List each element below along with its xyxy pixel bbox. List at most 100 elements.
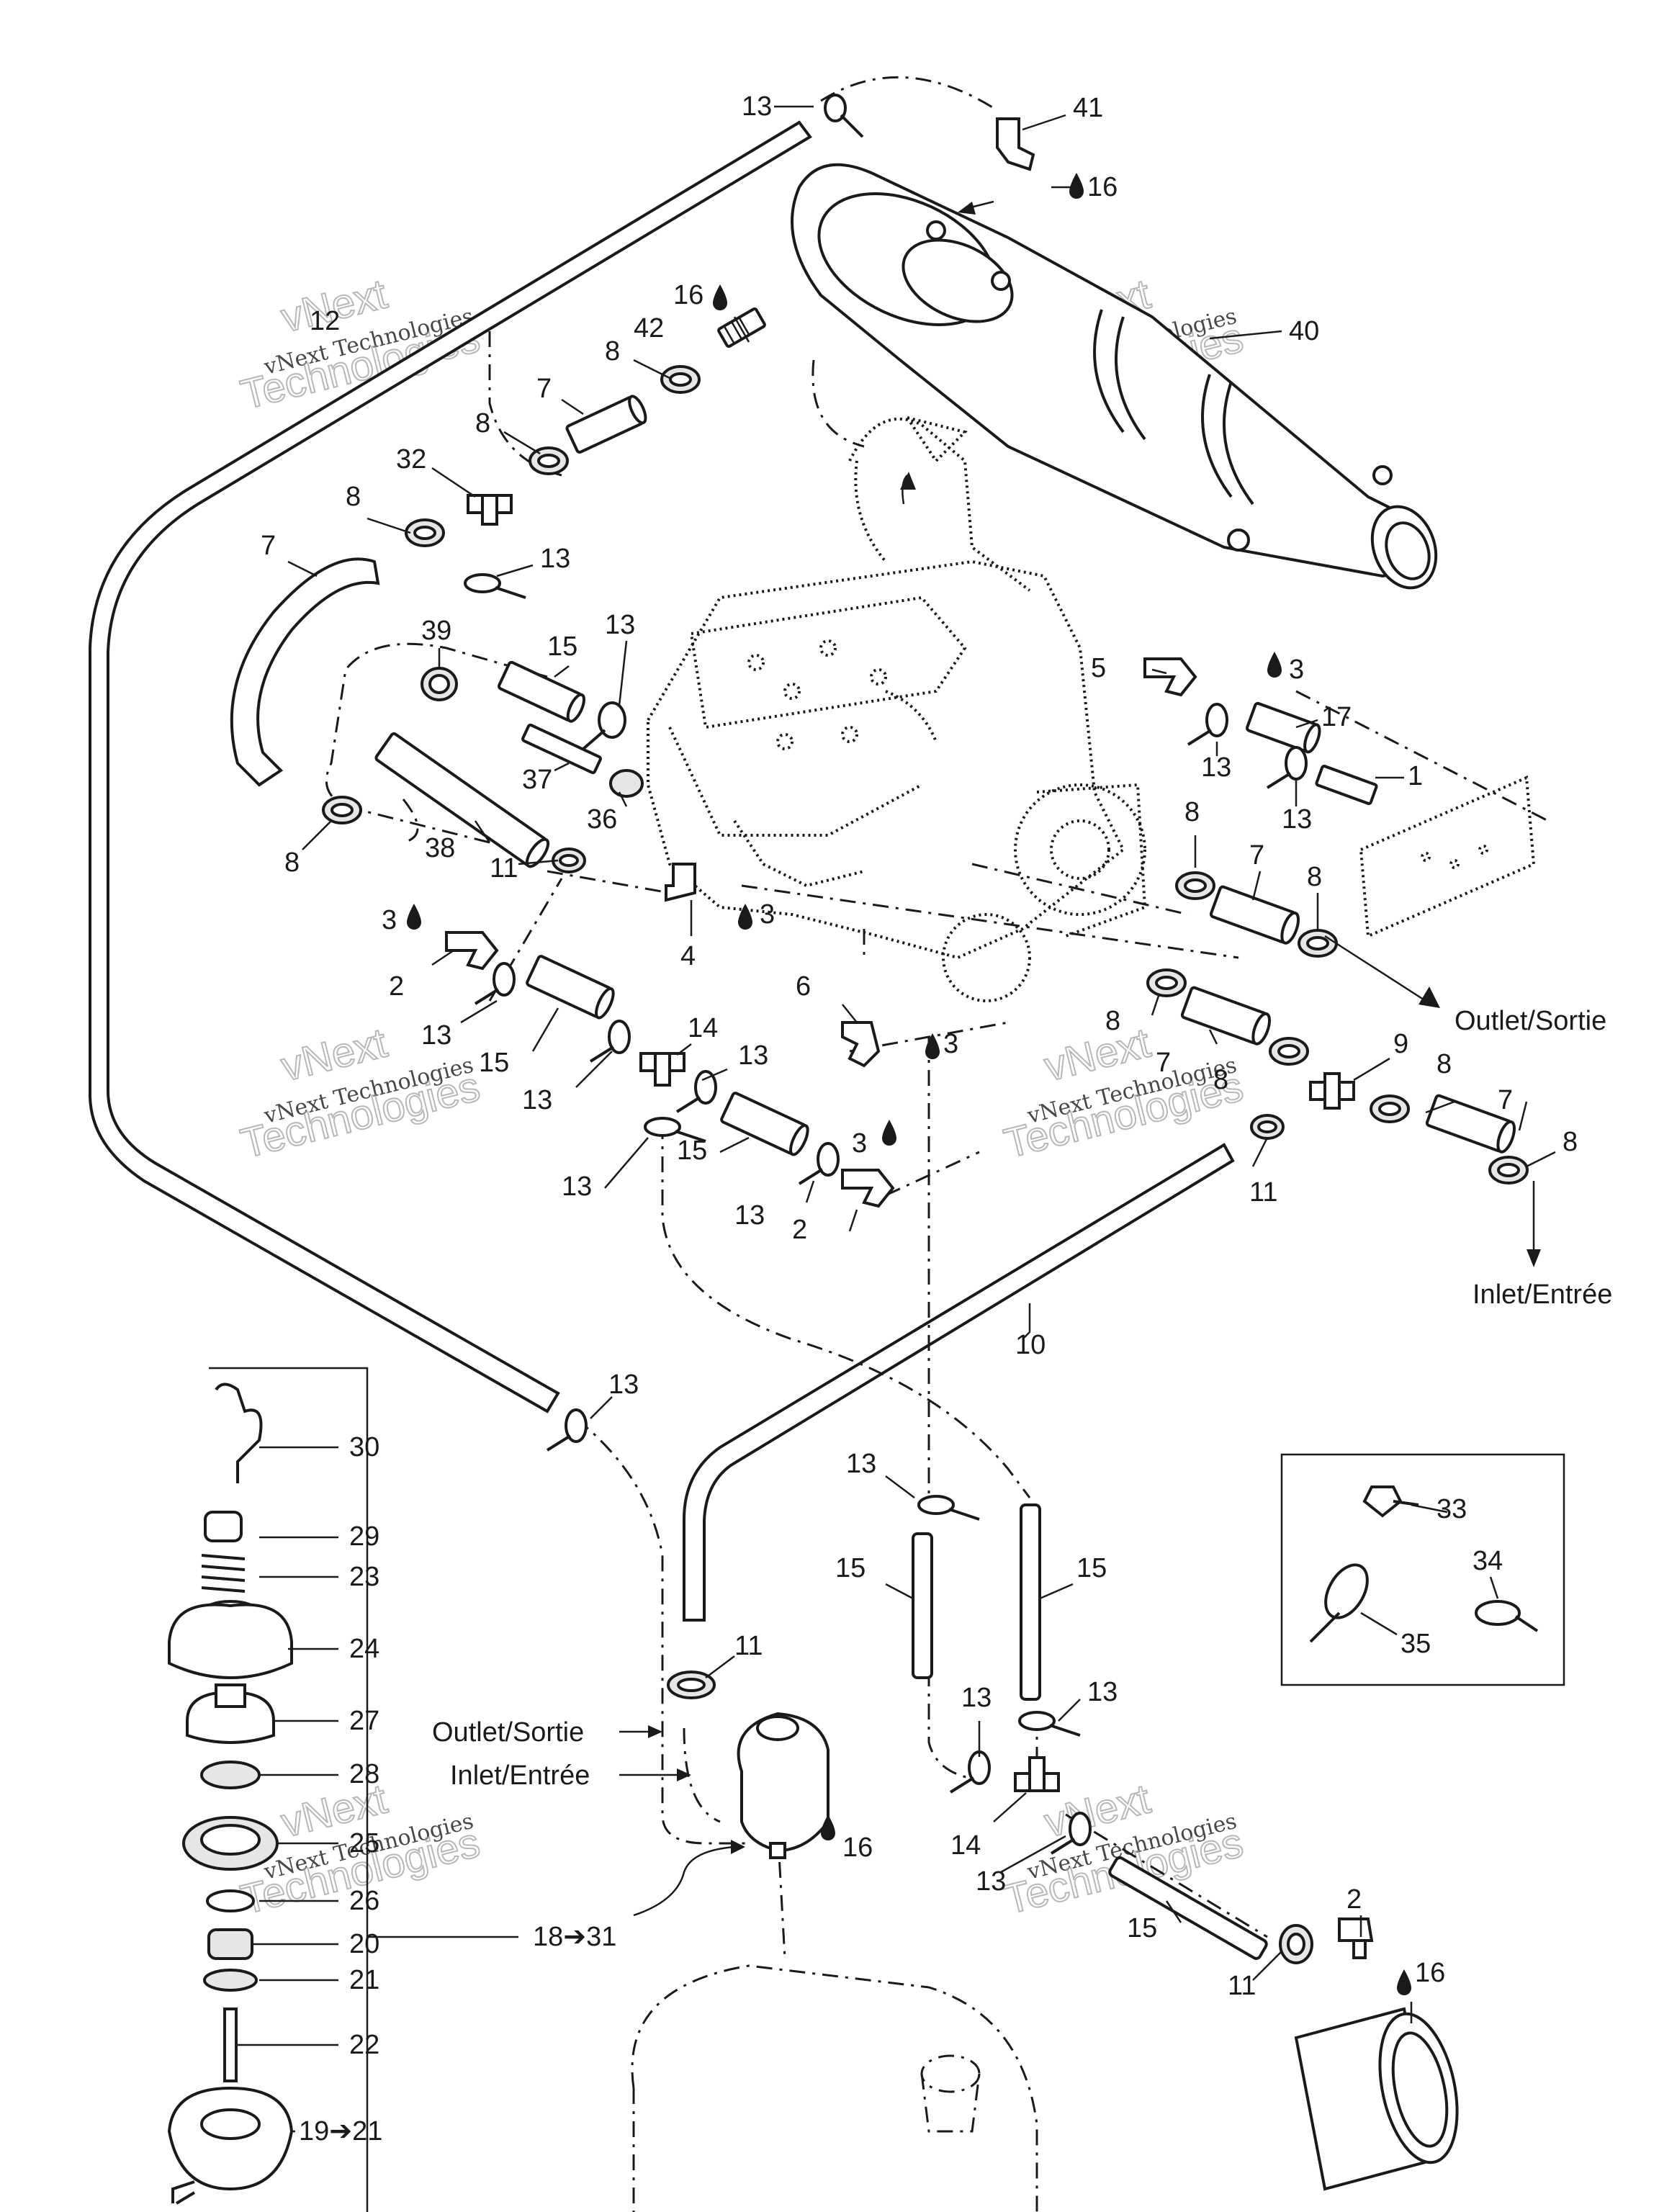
- hose-clamps: [322, 94, 1529, 1964]
- label-8: 8: [1563, 1127, 1578, 1157]
- fitting-37: [521, 723, 602, 775]
- elbow-fitting-2: [445, 931, 499, 971]
- label-3: 3: [852, 1128, 867, 1159]
- label-8: 8: [1437, 1049, 1452, 1079]
- label-16: 16: [1415, 1958, 1445, 1988]
- label-22: 22: [349, 2030, 379, 2060]
- label-3: 3: [943, 1029, 958, 1059]
- label-37: 37: [522, 765, 552, 795]
- sealant-drop-icon: [738, 904, 752, 930]
- exhaust-outlet-fitting: [1294, 2007, 1459, 2191]
- label-38: 38: [425, 833, 455, 863]
- watermark-technologies: Technologies: [236, 1063, 484, 1167]
- label-13: 13: [846, 1449, 876, 1479]
- elbow-fitting-5: [1143, 657, 1197, 697]
- label-7: 7: [1156, 1048, 1171, 1078]
- label-23: 23: [349, 1562, 379, 1592]
- label-13: 13: [562, 1172, 592, 1202]
- ear-clamp-34: [1475, 1600, 1539, 1632]
- label-1: 1: [1408, 761, 1423, 791]
- label-13: 13: [976, 1866, 1006, 1897]
- label-41: 41: [1073, 93, 1103, 123]
- inlet-label: Inlet/Entrée: [1473, 1280, 1612, 1310]
- label-8: 8: [1184, 797, 1200, 827]
- sealant-drop-icon: [925, 1033, 940, 1059]
- hose-15-vertical: [1020, 1503, 1041, 1701]
- label-4: 4: [680, 941, 696, 971]
- label-2: 2: [792, 1215, 807, 1245]
- sealant-drop-icons: [407, 173, 1411, 1995]
- label-13: 13: [1087, 1677, 1118, 1707]
- label-13: 13: [421, 1020, 451, 1051]
- label-13: 13: [742, 91, 772, 122]
- label-13: 13: [608, 1370, 639, 1400]
- inlet-label: Inlet/Entrée: [450, 1761, 590, 1791]
- label-7: 7: [536, 374, 552, 404]
- label-25: 25: [349, 1828, 379, 1858]
- label-15: 15: [1127, 1913, 1157, 1943]
- resonator: [631, 1964, 1038, 2212]
- label-8: 8: [475, 408, 490, 439]
- label-13: 13: [734, 1200, 765, 1231]
- flow-arrows: [619, 200, 1541, 1917]
- part-number-labels: 13 41 16 40 16 42 12 8 7 8 32 8 7 13 39 …: [261, 91, 1578, 2146]
- label-34: 34: [1473, 1546, 1503, 1576]
- label-8: 8: [1213, 1065, 1228, 1095]
- screw-33: [1362, 1485, 1419, 1518]
- label-8: 8: [1105, 1006, 1120, 1036]
- elbow-fitting-6: [841, 1021, 881, 1068]
- label-13: 13: [522, 1085, 552, 1115]
- sealant-drop-icon: [713, 284, 727, 310]
- label-7: 7: [1498, 1085, 1513, 1115]
- tee-fitting-14: [639, 1052, 685, 1087]
- label-13: 13: [1201, 752, 1231, 783]
- label-29: 29: [349, 1521, 379, 1552]
- label-11: 11: [734, 1631, 763, 1661]
- label-32: 32: [396, 444, 426, 475]
- label-16: 16: [842, 1833, 873, 1863]
- watermark-group: vNext vNext Technologies Technologies vN…: [235, 269, 1248, 1924]
- leader-lines: [238, 105, 1556, 2133]
- label-3: 3: [1289, 655, 1304, 685]
- label-13: 13: [605, 610, 635, 640]
- label-10: 10: [1015, 1330, 1046, 1360]
- label-8: 8: [346, 482, 361, 512]
- sealant-drop-icon: [1069, 173, 1084, 199]
- label-40: 40: [1289, 316, 1319, 346]
- elbow-fitting-2b: [841, 1169, 895, 1208]
- tee-fitting-14b: [1014, 1756, 1060, 1792]
- label-33: 33: [1437, 1494, 1467, 1524]
- fitting-36: [609, 769, 644, 798]
- sealant-drop-icon: [407, 904, 421, 930]
- label-8: 8: [605, 336, 620, 367]
- label-15: 15: [677, 1136, 707, 1166]
- label-15: 15: [835, 1553, 866, 1583]
- label-11: 11: [1249, 1177, 1277, 1208]
- fitting-1: [1315, 765, 1378, 805]
- label-16: 16: [1087, 172, 1118, 202]
- mounting-plate: [1359, 775, 1536, 938]
- tee-fitting-9: [1309, 1072, 1355, 1110]
- label-2: 2: [389, 971, 404, 1002]
- outlet-label: Outlet/Sortie: [1455, 1006, 1606, 1036]
- label-24: 24: [349, 1634, 379, 1664]
- label-3: 3: [382, 905, 397, 935]
- hose-10: [683, 1143, 1235, 1622]
- exhaust-pipe-40: [791, 163, 1438, 590]
- tie-strap-35: [1309, 1563, 1369, 1643]
- label-42: 42: [634, 313, 664, 343]
- outlet-label: Outlet/Sortie: [432, 1717, 584, 1748]
- label-3: 3: [760, 899, 775, 930]
- valve-parts-column: [167, 1367, 369, 2212]
- sealant-drop-icon: [882, 1120, 896, 1146]
- label-17: 17: [1321, 702, 1352, 732]
- label-15: 15: [1076, 1553, 1107, 1583]
- label-18-31: 18➔31: [533, 1922, 616, 1952]
- label-12: 12: [310, 306, 340, 336]
- label-8: 8: [284, 848, 300, 878]
- short-hoses: [230, 395, 1516, 1960]
- label-13: 13: [540, 544, 570, 574]
- flow-labels: Outlet/Sortie Inlet/Entrée Outlet/Sortie…: [432, 1006, 1612, 1791]
- elbow-fitting-41: [996, 117, 1035, 171]
